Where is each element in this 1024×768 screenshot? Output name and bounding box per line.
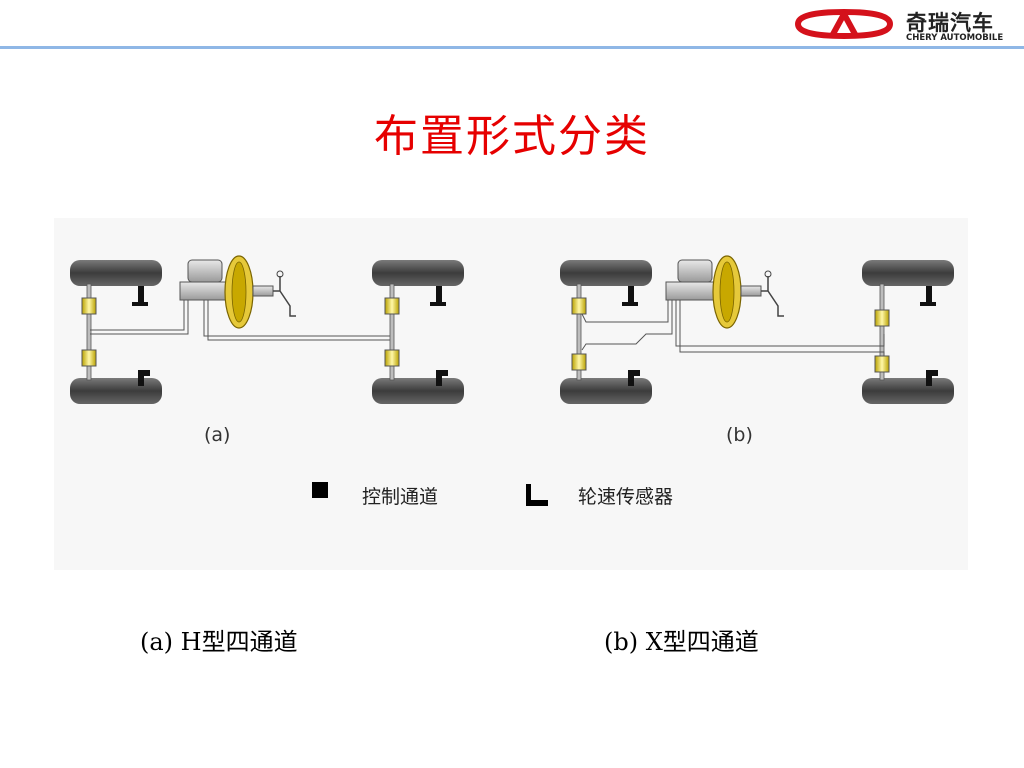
brake-pedal [273, 276, 296, 317]
diagram-b [560, 255, 954, 404]
valve-fr [384, 297, 400, 315]
valve-rr-b [874, 355, 890, 373]
diagram-a [70, 255, 464, 404]
sensor-rr [436, 370, 448, 386]
caption-b: (b) X型四通道 [604, 628, 759, 656]
tire-front-left [70, 260, 162, 286]
reservoir-b [677, 259, 713, 283]
valve-fl-b [571, 297, 587, 315]
header-rule [0, 46, 1024, 49]
sensor-rr-b [926, 370, 938, 386]
reservoir [187, 259, 223, 283]
chery-logo-icon [794, 8, 894, 40]
sensor-fr-b [920, 286, 936, 306]
logo-text-en: CHERY AUTOMOBILE [906, 33, 1004, 43]
tire-front-right [372, 260, 464, 286]
master-cylinder [179, 281, 231, 301]
sensor-fr [430, 286, 446, 306]
abs-layout-figure: (a) (b) 控制通道 轮速传感器 [54, 218, 968, 570]
tire-front-left-b [560, 260, 652, 286]
sensor-rl [138, 370, 150, 386]
valve-fr-b [874, 309, 890, 327]
master-cylinder-b [665, 281, 719, 301]
tire-rear-right [372, 378, 464, 404]
caption-a: (a) H型四通道 [140, 628, 298, 656]
legend-control-channel-icon [312, 482, 328, 498]
diagram-a-label: (a) [204, 424, 231, 446]
sensor-fl [132, 286, 148, 306]
diagram-b-label: (b) [726, 424, 753, 446]
page-title: 布置形式分类 [374, 111, 650, 162]
abs-diagrams-svg [70, 255, 954, 506]
tire-front-right-b [862, 260, 954, 286]
valve-rl [81, 349, 97, 367]
legend-wheel-speed-sensor-label: 轮速传感器 [578, 486, 674, 508]
tire-rear-left [70, 378, 162, 404]
sensor-fl-b [622, 286, 638, 306]
tire-rear-right-b [862, 378, 954, 404]
tire-rear-left-b [560, 378, 652, 404]
brand-logo: 奇瑞汽车 CHERY AUTOMOBILE [788, 6, 1018, 46]
legend-wheel-speed-sensor-icon [526, 484, 548, 506]
legend-control-channel-label: 控制通道 [362, 486, 439, 508]
sensor-rl-b [628, 370, 640, 386]
brake-pedal-b [761, 276, 784, 317]
valve-rr [384, 349, 400, 367]
valve-fl [81, 297, 97, 315]
valve-rl-b [571, 353, 587, 371]
logo-text-cn: 奇瑞汽车 [906, 11, 994, 35]
